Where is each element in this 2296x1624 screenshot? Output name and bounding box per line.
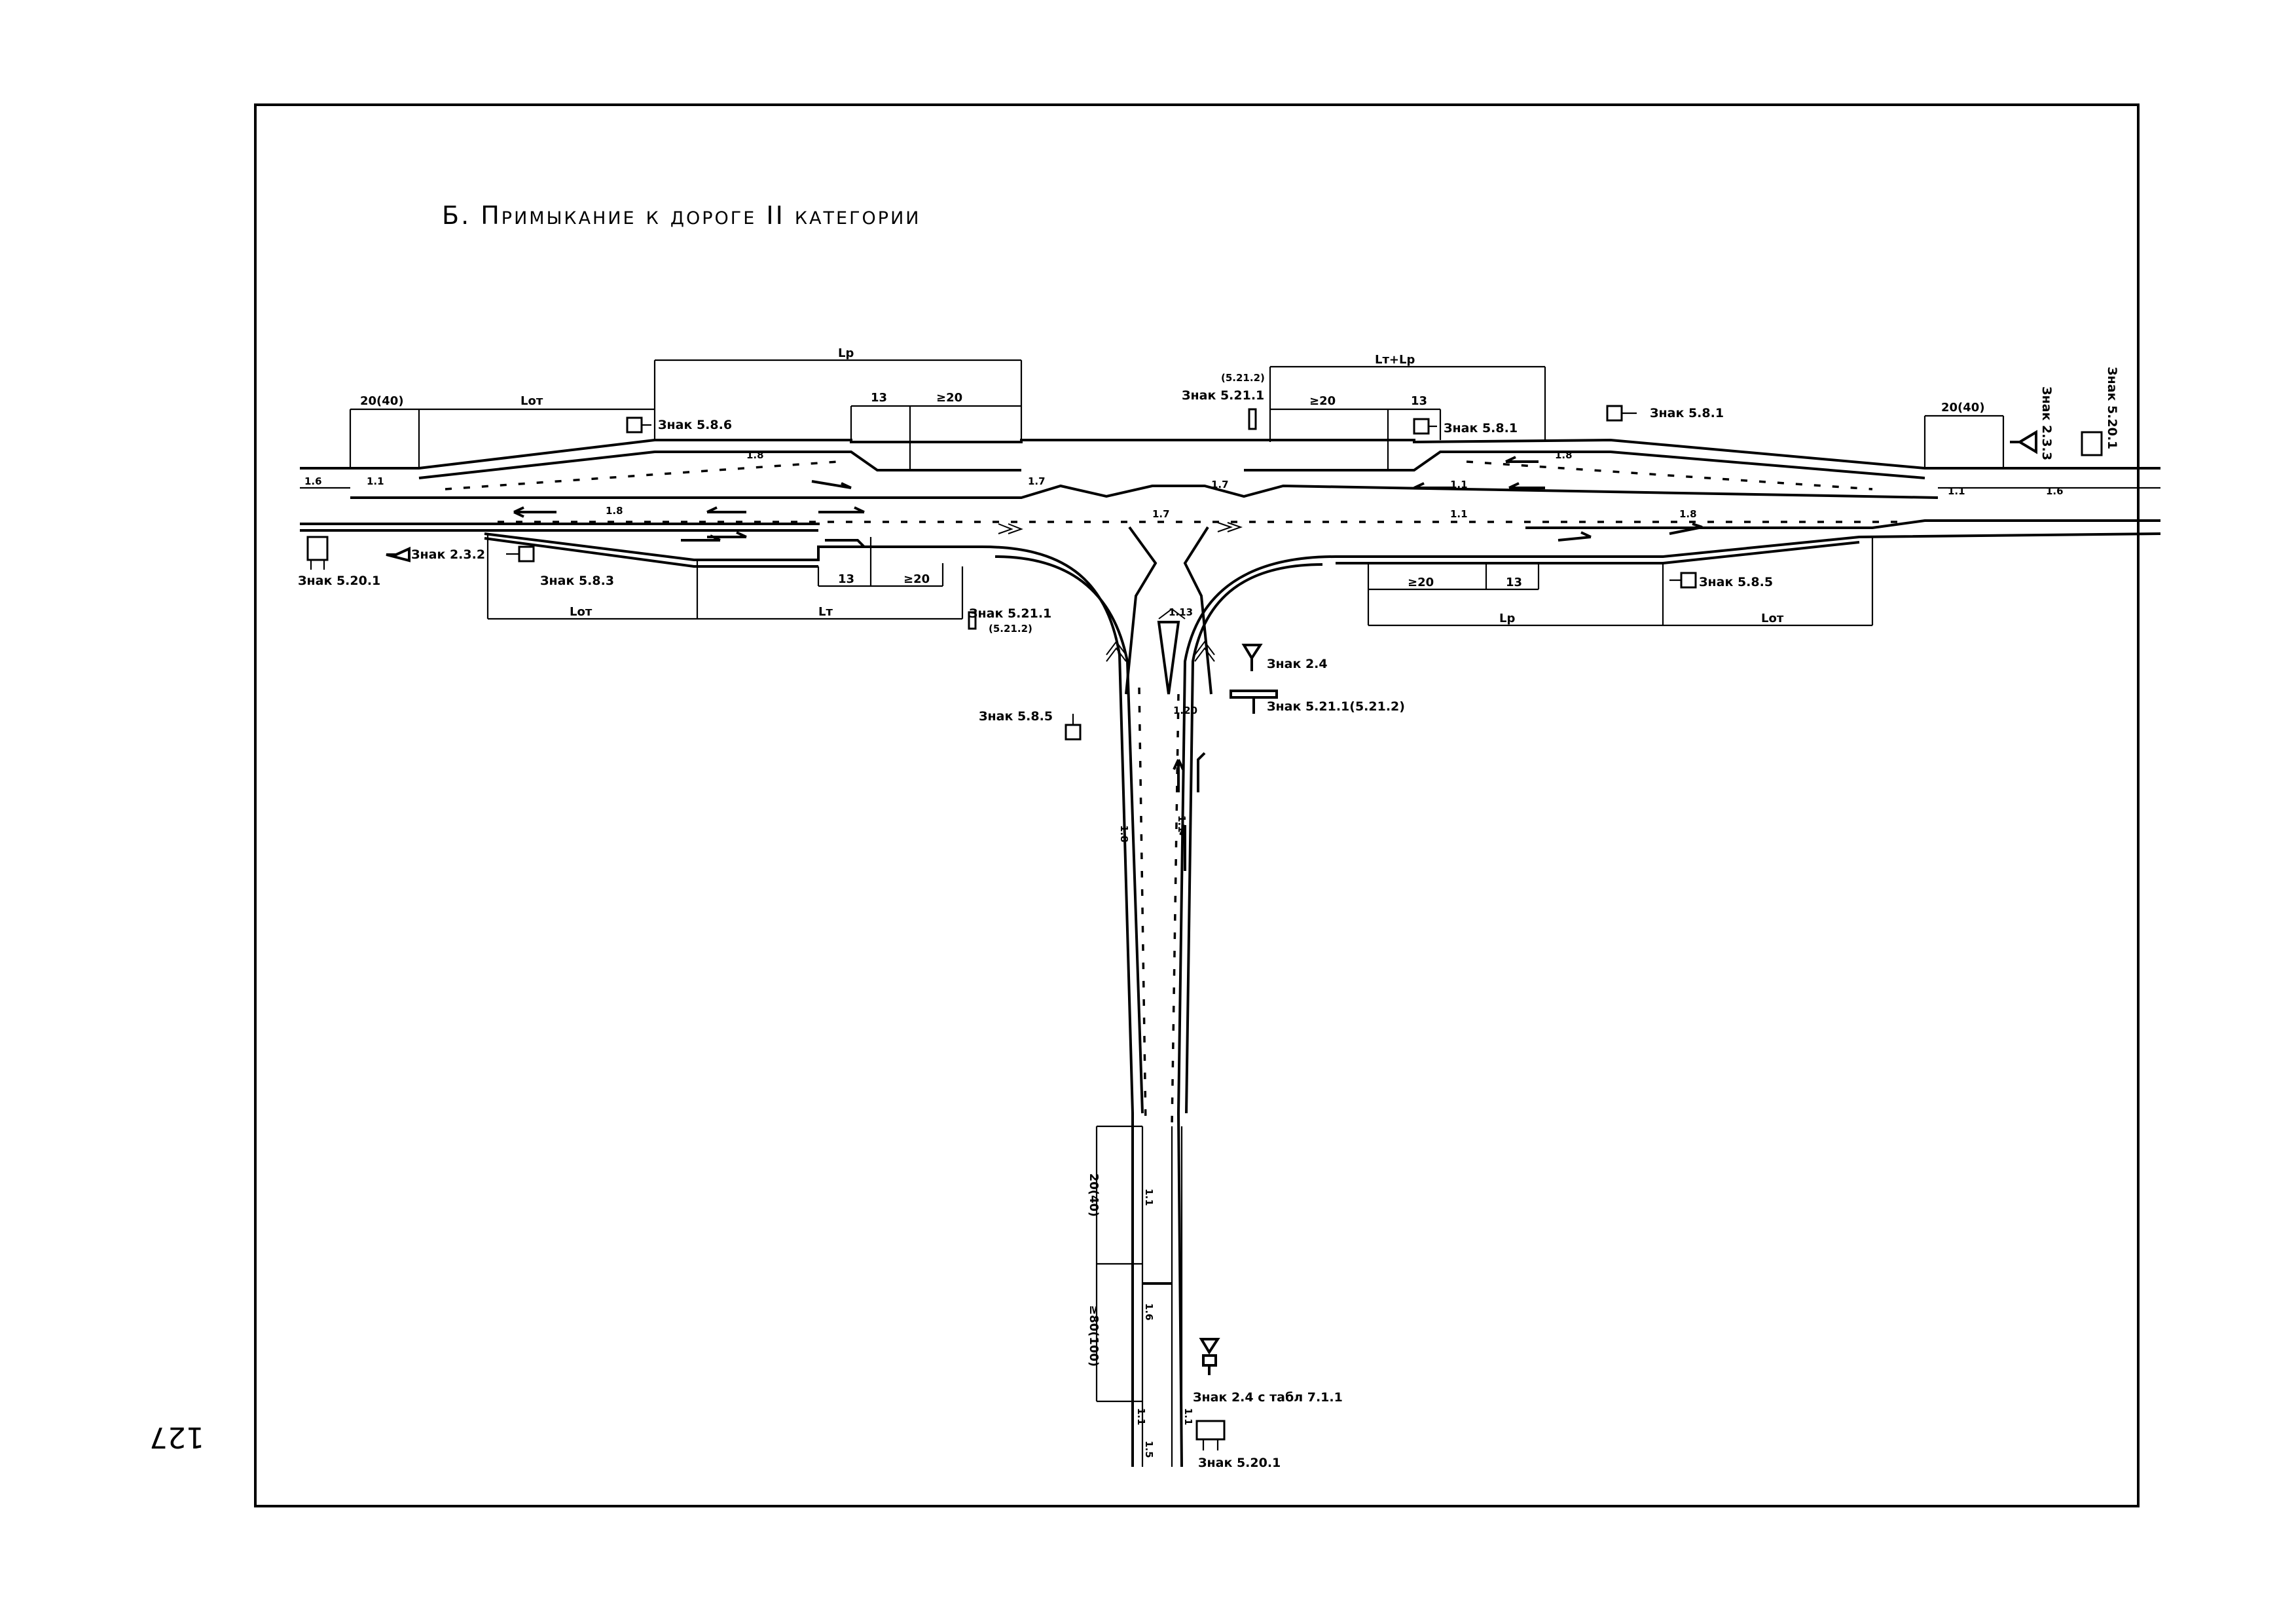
marking-11-right: 1.1 — [1948, 485, 1965, 497]
marking-18-top-right: 1.8 — [1555, 449, 1573, 461]
marking-15-stem: 1.5 — [1143, 1441, 1155, 1458]
sign-585-stem-symbol — [1065, 724, 1082, 741]
marking-11-top-right: 1.1 — [1450, 479, 1468, 490]
dim-13-c: 13 — [838, 572, 854, 586]
sign-583-symbol — [518, 545, 535, 563]
marking-113: 1.13 — [1169, 606, 1193, 618]
sign-581-b-symbol — [1606, 405, 1623, 422]
dim-20-d: ≥20 — [1408, 576, 1434, 589]
dim-20-b: ≥20 — [1309, 394, 1336, 408]
dim-13-b: 13 — [1411, 394, 1427, 408]
sign-5201-left-label: Знак 5.20.1 — [298, 574, 380, 588]
direction-arrows — [513, 456, 1703, 871]
sign-5201-stem-symbol — [1195, 1420, 1226, 1441]
sign-585-right-label: Знак 5.8.5 — [1699, 575, 1773, 589]
dim-lp-bottom: Lр — [1499, 612, 1515, 625]
sign-583-label: Знак 5.8.3 — [540, 574, 614, 588]
marking-11-left: 1.1 — [367, 475, 384, 487]
sign-5211-5212-symbol — [1230, 690, 1278, 714]
dim-lt-bottom: Lт — [818, 605, 833, 619]
marking-11-stem-d: 1.1 — [1182, 1408, 1194, 1426]
dim-80-100-vertical: ≥80(100) — [1087, 1305, 1101, 1367]
marking-18-bottom-left: 1.8 — [606, 505, 623, 517]
dim-lot-top-left: Lот — [520, 394, 543, 408]
marking-18-stem: 1.8 — [1118, 825, 1130, 843]
sign-5211-bottom-symbol — [968, 611, 977, 630]
dim-20-40-right: 20(40) — [1941, 401, 1985, 415]
dim-lp-top: Lр — [838, 346, 854, 360]
sign-5212-bottom-label: (5.21.2) — [989, 623, 1032, 635]
page-frame — [254, 103, 2140, 1507]
sign-labels: Знак 5.8.6 (5.21.2) Знак 5.21.1 Знак 5.8… — [298, 367, 2119, 1470]
marking-18-top-left: 1.8 — [746, 449, 764, 461]
sign-586-label: Знак 5.8.6 — [658, 418, 732, 432]
dim-20-40-left: 20(40) — [360, 394, 404, 408]
diagram-title: Б. Примыкание к дороге II категории — [442, 201, 921, 230]
marking-16-left: 1.6 — [304, 475, 322, 487]
marking-11-stem-a: 1.1 — [1176, 815, 1188, 833]
sign-232-symbol — [386, 546, 410, 563]
sign-586-symbol — [626, 416, 643, 434]
marking-17-b: 1.7 — [1211, 479, 1229, 490]
page-number: 127 — [149, 1420, 204, 1454]
sign-585-stem-label: Знак 5.8.5 — [979, 709, 1053, 724]
dim-lot-bottom-right: Lот — [1761, 612, 1784, 625]
dimension-lines — [349, 359, 2005, 1467]
dim-lt-lr-top: Lт+Lр — [1375, 353, 1415, 367]
marking-labels: 1.6 1.1 1.8 1.7 1.7 1.7 1.1 1.8 1.1 1.6 … — [304, 449, 2064, 1458]
marking-16-right: 1.6 — [2046, 485, 2064, 497]
marking-11-stem-c: 1.1 — [1135, 1408, 1147, 1426]
sign-24-tab-label: Знак 2.4 с табл 7.1.1 — [1193, 1390, 1343, 1405]
sign-24-tab-symbol — [1199, 1338, 1220, 1375]
dim-20-c: ≥20 — [903, 572, 930, 586]
dim-13-d: 13 — [1506, 576, 1522, 589]
sign-symbols — [306, 405, 2103, 1450]
sign-5211-5212-label: Знак 5.21.1(5.21.2) — [1267, 699, 1405, 714]
dim-13-a: 13 — [871, 391, 887, 405]
sign-5201-right-label: Знак 5.20.1 — [2105, 367, 2119, 449]
marking-17-c: 1.7 — [1152, 508, 1170, 520]
sign-5201-stem-label: Знак 5.20.1 — [1198, 1456, 1281, 1470]
sign-24-symbol — [1241, 644, 1263, 671]
dim-20-40-vertical: 20(40) — [1087, 1173, 1101, 1217]
dim-20-a: ≥20 — [936, 391, 962, 405]
sign-24-label: Знак 2.4 — [1267, 657, 1328, 671]
side-road — [981, 522, 1336, 1467]
dimension-labels: 20(40) Lот Lр 13 ≥20 Lт+Lр ≥20 13 20(40)… — [360, 346, 1985, 1367]
marking-11-stem-b: 1.1 — [1143, 1189, 1155, 1206]
sign-5211-top-symbol — [1248, 408, 1257, 430]
sign-5201-right-symbol — [2081, 431, 2103, 456]
sign-585-right-symbol — [1680, 572, 1697, 589]
sign-5211-bottom-label: Знак 5.21.1 — [969, 606, 1051, 621]
marking-11-bottom-right: 1.1 — [1450, 508, 1468, 520]
sign-5201-left-symbol — [306, 536, 329, 561]
sign-581-a-symbol — [1413, 418, 1430, 435]
sign-581-a-label: Знак 5.8.1 — [1444, 421, 1518, 435]
marking-120: 1.20 — [1173, 705, 1197, 716]
sign-5211-top-label: Знак 5.21.1 — [1182, 388, 1264, 403]
marking-16-stem: 1.6 — [1143, 1303, 1155, 1321]
sign-233-symbol — [2010, 430, 2037, 454]
dim-lot-bottom-left: Lот — [570, 605, 592, 619]
marking-17-a: 1.7 — [1028, 475, 1046, 487]
main-road — [300, 438, 2161, 568]
marking-18-bottom-right: 1.8 — [1679, 508, 1697, 520]
sign-5211-top-alt-label: (5.21.2) — [1221, 372, 1265, 384]
sign-232-label: Знак 2.3.2 — [411, 547, 485, 562]
sign-233-label: Знак 2.3.3 — [2039, 386, 2054, 460]
sign-581-b-label: Знак 5.8.1 — [1650, 406, 1724, 420]
